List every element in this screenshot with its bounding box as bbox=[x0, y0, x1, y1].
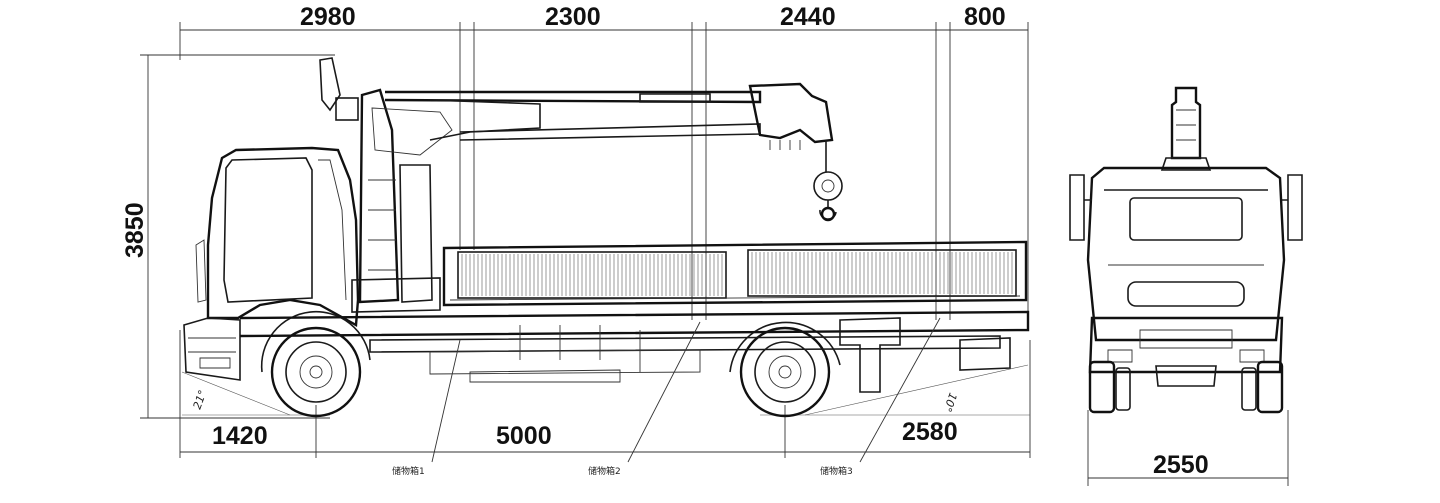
departure-angle: 10° bbox=[941, 391, 960, 414]
callout-storage-box-2: 储物箱2 bbox=[588, 465, 621, 477]
dim-front-width: 2550 bbox=[1153, 451, 1209, 479]
height-dimension bbox=[140, 54, 335, 419]
bed-slats-1 bbox=[461, 254, 723, 296]
dim-bottom-3: 2580 bbox=[902, 418, 958, 446]
top-dimension-lines bbox=[179, 22, 1029, 330]
bottom-dimension-lines bbox=[179, 330, 1031, 458]
truck-front-view bbox=[1069, 86, 1303, 486]
dim-top-4: 800 bbox=[964, 3, 1006, 31]
dim-height: 3850 bbox=[121, 202, 149, 258]
callout-leaders bbox=[431, 317, 941, 463]
dim-top-3: 2440 bbox=[780, 3, 836, 31]
callout-storage-box-1: 储物箱1 bbox=[392, 465, 425, 477]
dim-bottom-1: 1420 bbox=[212, 422, 268, 450]
dim-bottom-2: 5000 bbox=[496, 422, 552, 450]
dim-top-1: 2980 bbox=[300, 3, 356, 31]
callout-storage-box-3: 储物箱3 bbox=[820, 465, 853, 477]
bed-slats-2 bbox=[751, 252, 1013, 294]
dim-top-2: 2300 bbox=[545, 3, 601, 31]
approach-angle: 21° bbox=[191, 388, 210, 411]
truck-side-view bbox=[183, 57, 1030, 418]
